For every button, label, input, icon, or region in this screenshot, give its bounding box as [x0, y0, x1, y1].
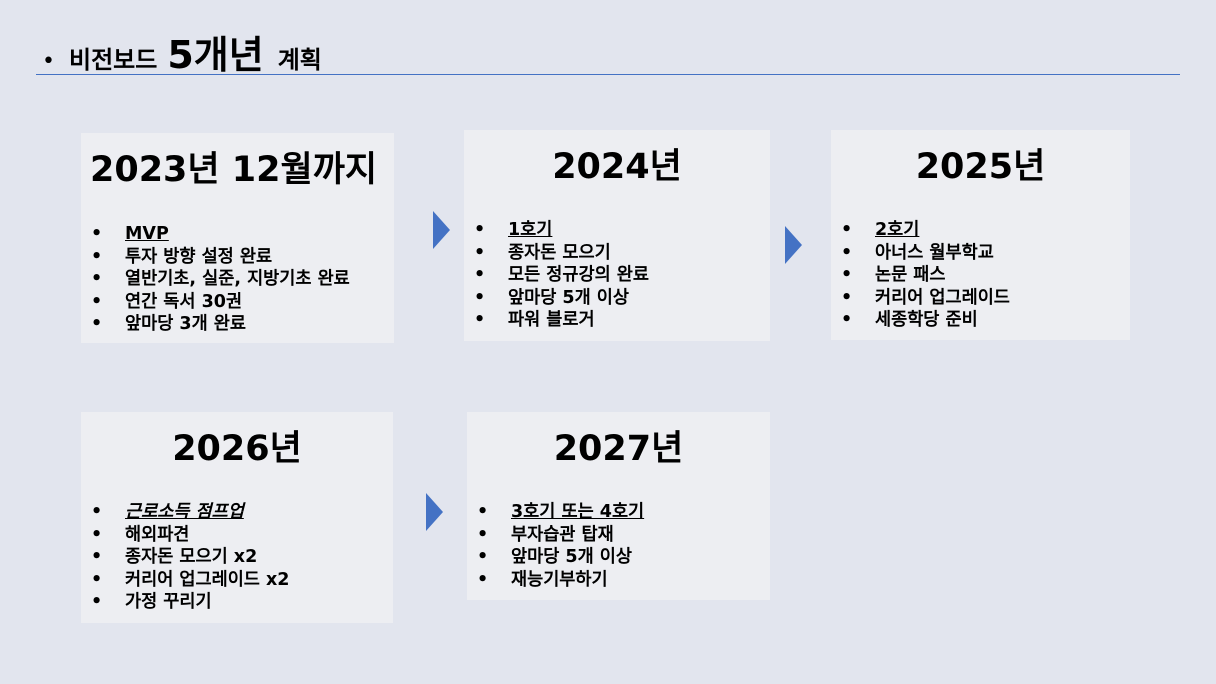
title-bullet: • [42, 49, 55, 74]
card-list: •MVP •투자 방향 설정 완료 •열반기초, 실준, 지방기초 완료 •연간… [89, 223, 350, 336]
title-part-2: 5개년 [167, 33, 264, 77]
arrow-right-icon [426, 493, 443, 531]
card-2023: 2023년 12월까지 •MVP •투자 방향 설정 완료 •열반기초, 실준,… [81, 133, 394, 343]
card-2024: 2024년 •1호기 •종자돈 모으기 •모든 정규강의 완료 •앞마당 5개 … [464, 130, 770, 341]
list-item: •해외파견 [91, 524, 190, 545]
title-part-1: 비전보드 [68, 46, 158, 74]
list-item: •커리어 업그레이드 [841, 287, 1010, 308]
list-item: •열반기초, 실준, 지방기초 완료 [91, 269, 350, 290]
card-title: 2025년 [915, 147, 1046, 187]
list-item: •앞마당 5개 이상 [477, 547, 632, 568]
title-divider [36, 74, 1180, 75]
list-item: •커리어 업그레이드 x2 [91, 569, 290, 590]
card-list: •근로소득 점프업 •해외파견 •종자돈 모으기 x2 •커리어 업그레이드 x… [89, 501, 289, 614]
arrow-right-icon [433, 211, 450, 249]
card-title: 2027년 [553, 429, 684, 469]
card-list: •2호기 •아너스 월부학교 •논문 패스 •커리어 업그레이드 •세종학당 준… [839, 219, 1010, 332]
list-item: •앞마당 3개 완료 [91, 314, 246, 335]
list-item: •1호기 [474, 220, 553, 240]
list-item: •아너스 월부학교 [841, 242, 994, 263]
list-item: •연간 독서 30권 [91, 291, 243, 312]
title-part-3: 계획 [277, 46, 322, 74]
list-item: •파워 블로거 [474, 310, 595, 331]
list-item: •모든 정규강의 완료 [474, 265, 649, 286]
card-2025: 2025년 •2호기 •아너스 월부학교 •논문 패스 •커리어 업그레이드 •… [831, 130, 1130, 340]
card-title: 2023년 12월까지 [90, 150, 378, 190]
list-item: •앞마당 5개 이상 [474, 287, 629, 308]
list-item: •MVP [91, 224, 169, 244]
card-list: •3호기 또는 4호기 •부자습관 탑재 •앞마당 5개 이상 •재능기부하기 [475, 501, 644, 591]
list-item: •투자 방향 설정 완료 [91, 246, 273, 267]
list-item: •가정 꾸리기 [91, 592, 212, 613]
list-item: •부자습관 탑재 [477, 524, 614, 545]
arrow-right-icon [785, 226, 802, 264]
list-item: •종자돈 모으기 x2 [91, 547, 258, 568]
list-item: •세종학당 준비 [841, 310, 978, 331]
slide-title: • 비전보드 5개년 계획 [42, 24, 322, 79]
list-item: •2호기 [841, 220, 920, 240]
card-2027: 2027년 •3호기 또는 4호기 •부자습관 탑재 •앞마당 5개 이상 •재… [467, 412, 770, 600]
list-item: •논문 패스 [841, 265, 946, 286]
list-item: •3호기 또는 4호기 [477, 502, 645, 522]
card-2026: 2026년 •근로소득 점프업 •해외파견 •종자돈 모으기 x2 •커리어 업… [81, 412, 393, 623]
card-title: 2026년 [172, 429, 302, 469]
list-item: •종자돈 모으기 [474, 242, 611, 263]
card-list: •1호기 •종자돈 모으기 •모든 정규강의 완료 •앞마당 5개 이상 •파워… [472, 219, 649, 332]
list-item: •재능기부하기 [477, 569, 608, 590]
list-item: •근로소득 점프업 [91, 502, 244, 522]
card-title: 2024년 [552, 147, 682, 187]
